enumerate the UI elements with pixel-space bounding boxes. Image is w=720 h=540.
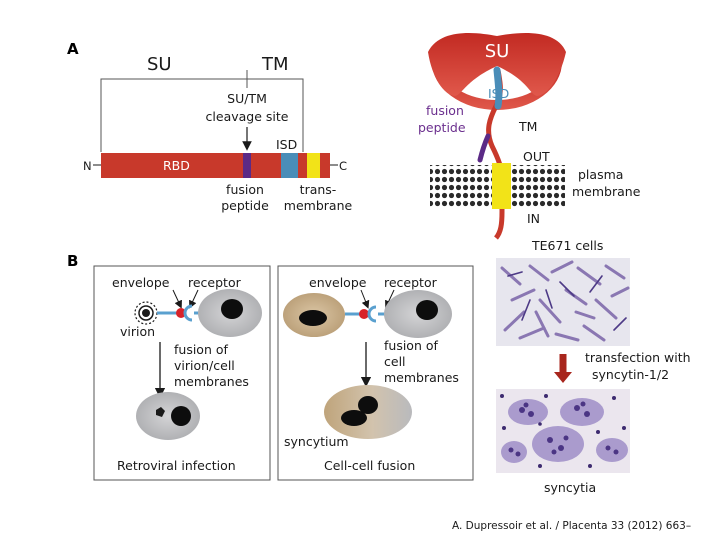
syncytium-nucleus-1 [358,396,378,414]
transmembrane-label-line1: trans- [300,182,337,197]
cleavage-label-line1: SU/TM [227,91,267,106]
left-fusion-line2: virion/cell [174,358,235,373]
syncytium-label: syncytium [284,434,349,449]
topology-fusion-label-line2: peptide [418,120,466,135]
infected-cell-nucleus [171,406,191,426]
transfection-label-line2: syncytin-1/2 [592,367,669,382]
su-subunit-body [428,32,566,96]
retroviral-infection-caption: Retroviral infection [117,458,236,473]
te671-micrograph-bg [496,258,630,346]
right-fusion-line1: fusion of [384,338,438,353]
rbd-label: RBD [163,158,190,173]
syncytia-caption: syncytia [544,480,596,495]
left-fusion-line1: fusion of [174,342,228,357]
membrane-label-line1: plasma [578,167,623,182]
left-envelope-protein [176,308,186,318]
syncytium-nucleus-2 [341,410,367,426]
topology-transmembrane-segment [492,163,511,209]
c-terminus-label: C [339,159,347,173]
cell-cell-fusion-caption: Cell-cell fusion [324,458,415,473]
isd-segment [281,153,298,178]
tm-label: TM [261,54,289,75]
panel-b: B envelope receptor virion fusion of vir… [67,252,474,481]
virion-label: virion [120,324,155,339]
te671-micrograph [496,258,630,346]
envelope-cell-nucleus [299,310,327,326]
su-subunit-crescent [432,62,562,110]
out-label: OUT [523,149,550,164]
topology-fusion-label-line1: fusion [426,103,464,118]
right-receptor-cup [367,305,377,323]
right-envelope-label: envelope [309,275,367,290]
panel-a: A SU TM SU/TM cleavage site ISD N C RBD … [67,40,353,213]
topology-isd-segment [493,66,503,110]
figure-citation: A. Dupressoir et al. / Placenta 33 (2012… [452,520,692,532]
topology-tm-label: TM [518,119,537,134]
fusion-peptide-segment [243,153,251,178]
topology-su-label: SU [485,41,510,62]
left-fusion-line3: membranes [174,374,249,389]
in-label: IN [527,211,540,226]
isd-label: ISD [276,137,297,152]
topology-isd-label: ISD [488,86,509,101]
cleavage-label-line2: cleavage site [206,109,289,124]
virion-envelope [138,305,154,321]
fusion-peptide-label-line2: peptide [221,198,269,213]
retroviral-infection-box: envelope receptor virion fusion of virio… [93,265,271,481]
transmembrane-segment [307,153,320,178]
transfection-arrow-head [554,372,572,383]
su-tm-bracket [100,78,304,152]
right-envelope-protein [359,309,369,319]
right-fusion-line3: membranes [384,370,459,385]
receptor-cell-nucleus [416,300,438,320]
virion-core [142,309,150,317]
syncytia-micrograph [496,389,630,473]
transmembrane-label-line2: membrane [284,198,353,213]
left-receptor-label: receptor [188,275,242,290]
cell-cell-fusion-box: envelope receptor fusion of cell membran… [277,265,474,481]
left-receptor-cup [183,304,193,322]
envelope-topology-diagram: SU ISD fusion peptide TM OUT plasma memb… [418,32,641,240]
topology-fusion-peptide [477,133,491,163]
left-envelope-arrow [172,289,182,309]
viral-core-inside-cell [156,407,165,417]
right-envelope-arrow [360,289,370,309]
panel-b-letter: B [67,252,78,270]
transfection-label-line1: transfection with [585,350,691,365]
left-envelope-label: envelope [112,275,170,290]
su-label: SU [147,54,172,75]
te671-title: TE671 cells [531,238,603,253]
left-receptor-arrow [189,289,199,309]
n-terminus-label: N [83,159,92,173]
left-target-nucleus [221,299,243,319]
fusion-peptide-label-line1: fusion [226,182,264,197]
infected-cell [136,392,200,440]
micrograph-column: TE671 cells transfection with syncyt [496,238,691,495]
right-receptor-label: receptor [384,275,438,290]
right-fusion-line2: cell [384,354,406,369]
membrane-label-line2: membrane [572,184,641,199]
panel-a-letter: A [67,40,79,58]
